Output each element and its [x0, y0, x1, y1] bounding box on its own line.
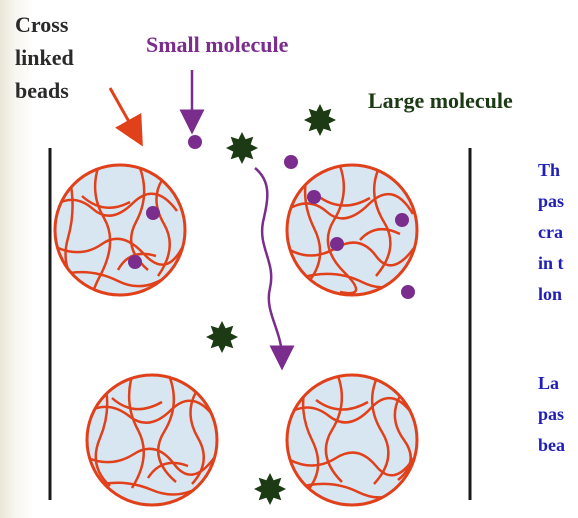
small-molecule: [284, 155, 298, 169]
cross-linked-bead: [287, 165, 417, 299]
large-molecule: [304, 104, 336, 136]
cross-linked-bead: [287, 375, 417, 505]
small-molecule: [146, 206, 160, 220]
large-molecule: [254, 473, 286, 505]
elution-path-arrow: [255, 168, 282, 358]
small-molecule: [307, 190, 321, 204]
large-molecule: [226, 132, 258, 164]
small-molecule: [395, 213, 409, 227]
beads-pointer-arrow: [110, 88, 137, 136]
cross-linked-bead: [55, 165, 185, 301]
large-molecule: [206, 321, 238, 353]
small-molecule: [188, 135, 202, 149]
small-molecule: [128, 255, 142, 269]
cross-linked-bead: [87, 375, 217, 505]
small-molecule: [401, 285, 415, 299]
small-molecule: [330, 237, 344, 251]
